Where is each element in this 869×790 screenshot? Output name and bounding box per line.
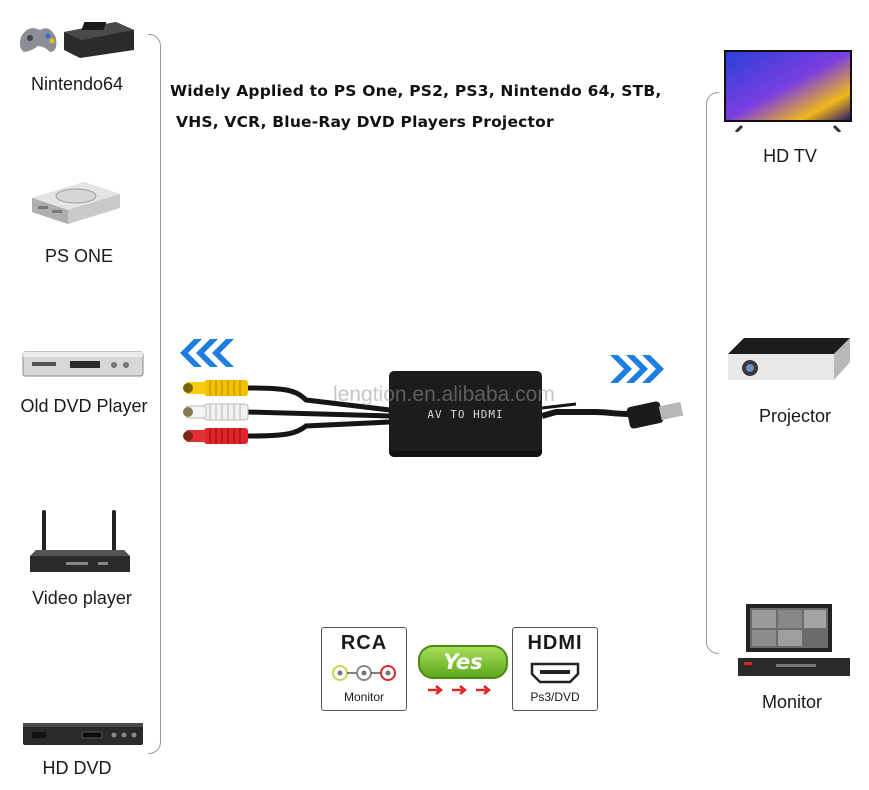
source-label-old-dvd-player: Old DVD Player bbox=[20, 396, 148, 416]
dvd-player-icon bbox=[22, 350, 144, 380]
hdmi-port-icon bbox=[530, 662, 580, 684]
headline-line-1: Widely Applied to PS One, PS2, PS3, Nint… bbox=[170, 82, 662, 100]
tv-icon bbox=[722, 48, 854, 134]
adapter-box: AV TO HDMI bbox=[389, 371, 542, 457]
rca-badge-sub: Monitor bbox=[343, 690, 384, 704]
ps-one-console-icon bbox=[24, 168, 124, 226]
rca-badge-title: RCA bbox=[340, 632, 388, 654]
headline-line-2: VHS, VCR, Blue-Ray DVD Players Projector bbox=[176, 113, 554, 131]
av-to-hdmi-cable-illustration bbox=[176, 360, 696, 470]
nintendo64-console-icon bbox=[16, 12, 136, 62]
output-label-monitor: Monitor bbox=[761, 692, 823, 712]
adapter-box-label: AV TO HDMI bbox=[427, 408, 504, 421]
output-label-hd-tv: HD TV bbox=[763, 146, 817, 166]
source-label-video-player: Video player bbox=[32, 588, 132, 608]
left-chevron-arrows-icon bbox=[176, 337, 238, 369]
hdmi-badge-sub: Ps3/DVD bbox=[530, 690, 580, 704]
yes-badge-label: Yes bbox=[443, 650, 483, 674]
red-arrows-icon bbox=[428, 683, 494, 697]
yes-badge: Yes bbox=[418, 645, 508, 679]
source-label-nintendo64: Nintendo64 bbox=[30, 74, 124, 94]
source-label-ps-one: PS ONE bbox=[44, 246, 114, 266]
left-bracket bbox=[148, 34, 161, 754]
hdmi-badge-title: HDMI bbox=[527, 632, 583, 654]
router-video-player-icon bbox=[26, 506, 134, 578]
right-bracket bbox=[706, 92, 719, 654]
rca-connector-icon bbox=[328, 664, 400, 682]
right-chevron-arrows-icon bbox=[606, 353, 668, 385]
hdmi-badge: HDMI Ps3/DVD bbox=[512, 627, 598, 711]
hd-dvd-player-icon bbox=[22, 722, 144, 748]
rca-badge: RCA Monitor bbox=[321, 627, 407, 711]
source-label-hd-dvd: HD DVD bbox=[42, 758, 112, 778]
watermark-text: lengtion.en.alibaba.com bbox=[333, 383, 555, 406]
projector-icon bbox=[724, 334, 854, 390]
monitor-icon bbox=[736, 600, 852, 682]
output-label-projector: Projector bbox=[758, 406, 832, 426]
